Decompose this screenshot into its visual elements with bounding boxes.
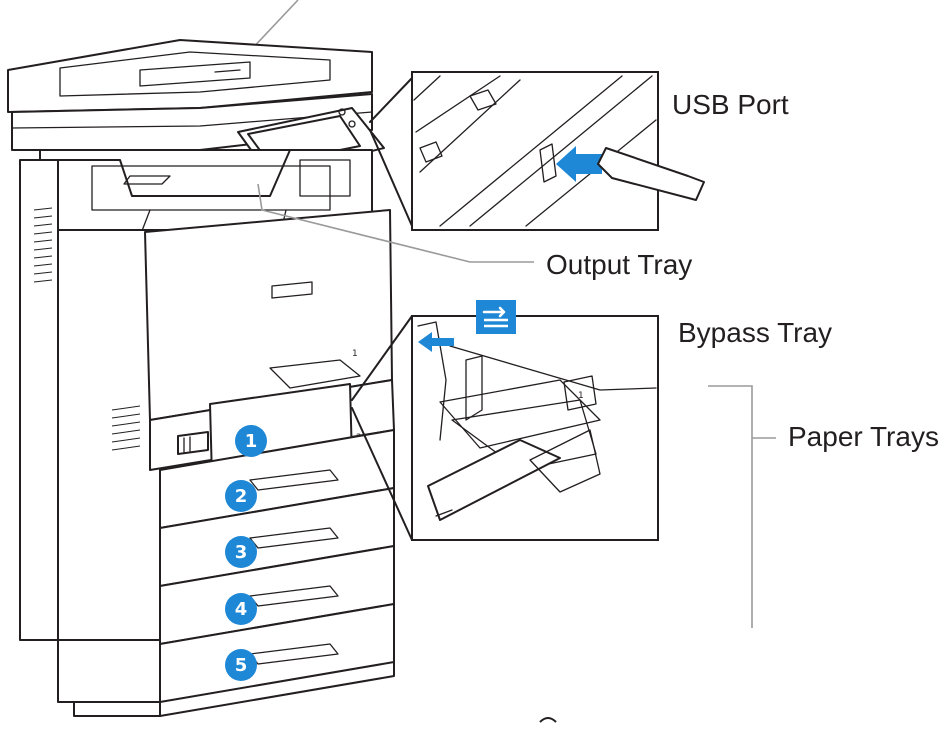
bypass-tray-icon [476,300,516,334]
printer-illustration: 1 2 3 4 5 [7,0,395,717]
tray-badge-1: 1 [235,425,267,457]
paper-trays-callout: Paper Trays [708,385,939,628]
tray-badge-5: 5 [225,649,257,681]
output-tray-callout: Output Tray [257,183,692,280]
insert-arrow-icon [556,146,602,182]
tray-badge-2: 2 [225,480,257,512]
bypass-tray-callout: 1 Bypass Tray [351,300,832,541]
bypass-tray-label: Bypass Tray [678,317,832,348]
svg-text:1: 1 [578,391,584,401]
svg-text:1: 1 [245,431,258,452]
svg-text:1: 1 [352,349,358,359]
side-vent-upper [33,207,53,283]
bottom-mark [539,717,557,723]
tray-badge-4: 4 [225,593,257,625]
paper-trays-label: Paper Trays [788,421,939,452]
tray-badges: 1 2 3 4 5 [225,425,267,681]
usb-port-callout: USB Port [369,71,789,231]
svg-text:3: 3 [235,542,248,563]
side-vent-lower [111,405,141,451]
svg-text:4: 4 [235,599,248,620]
usb-port-label: USB Port [672,89,789,120]
usb-drive-icon [597,147,705,201]
svg-text:5: 5 [235,655,248,676]
output-tray-label: Output Tray [546,249,692,280]
svg-text:2: 2 [235,486,248,507]
tray-badge-3: 3 [225,536,257,568]
